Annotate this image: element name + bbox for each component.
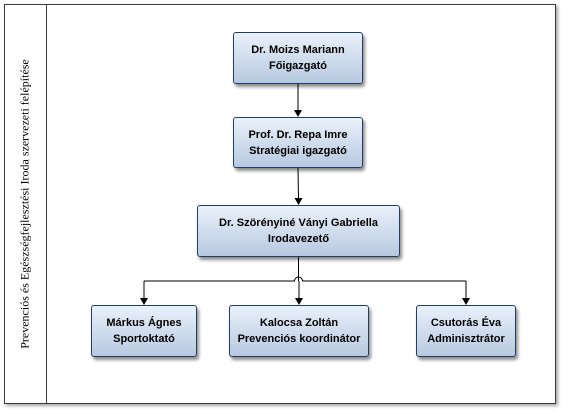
- node-name: Prof. Dr. Repa Imre: [248, 128, 348, 141]
- arrowhead: [140, 298, 148, 305]
- node-name: Márkus Ágnes: [106, 317, 182, 329]
- connector-bus: [144, 276, 466, 282]
- node-title: Sportoktató: [113, 333, 175, 345]
- node-office-head: Dr. Szörényiné Ványi Gabriella Irodaveze…: [197, 205, 400, 257]
- node-prevention: Kalocsa Zoltán Prevenciós koordinátor: [229, 305, 369, 357]
- node-title: Adminisztrátor: [427, 333, 505, 345]
- connector-line: [297, 167, 299, 200]
- node-name: Dr. Szörényiné Ványi Gabriella: [219, 217, 378, 229]
- node-name: Kalocsa Zoltán: [259, 317, 339, 329]
- arrowhead: [295, 298, 303, 305]
- node-director: Dr. Moizs Mariann Főigazgató: [233, 32, 363, 84]
- node-name: Dr. Moizs Mariann: [251, 44, 345, 56]
- arrowhead: [294, 198, 303, 205]
- arrowhead: [462, 298, 470, 305]
- node-sport: Márkus Ágnes Sportoktató: [91, 305, 197, 357]
- node-admin: Csutorás Éva Adminisztrátor: [416, 305, 516, 357]
- arrowhead: [294, 110, 302, 117]
- node-strategy: Prof. Dr. Repa Imre Stratégiai igazgató: [233, 117, 363, 168]
- node-title: Főigazgató: [268, 60, 328, 72]
- node-name: Csutorás Éva: [430, 317, 502, 329]
- node-title: Stratégiai igazgató: [249, 144, 347, 157]
- node-title: Irodavezető: [267, 233, 330, 245]
- node-title: Prevenciós koordinátor: [237, 333, 361, 345]
- side-divider: [46, 4, 47, 404]
